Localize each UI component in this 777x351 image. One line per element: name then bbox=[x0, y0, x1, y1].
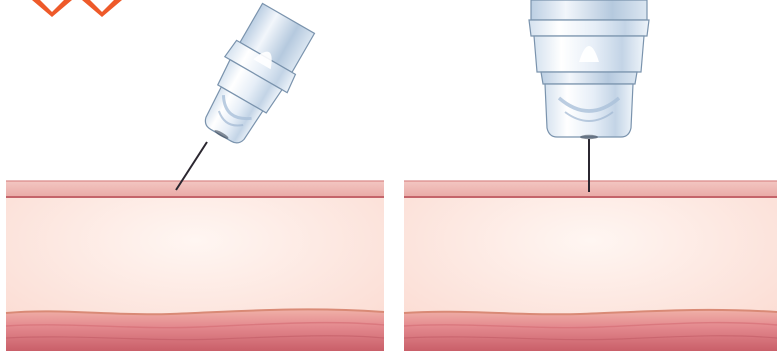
skin-cross-section-left bbox=[6, 181, 384, 351]
skin-cross-section-right bbox=[404, 181, 777, 351]
angled-pen-needle bbox=[176, 0, 320, 190]
chevron-marker-icon bbox=[32, 0, 72, 17]
chevron-marker-icon bbox=[82, 0, 122, 17]
perpendicular-pen-needle bbox=[529, 0, 649, 192]
